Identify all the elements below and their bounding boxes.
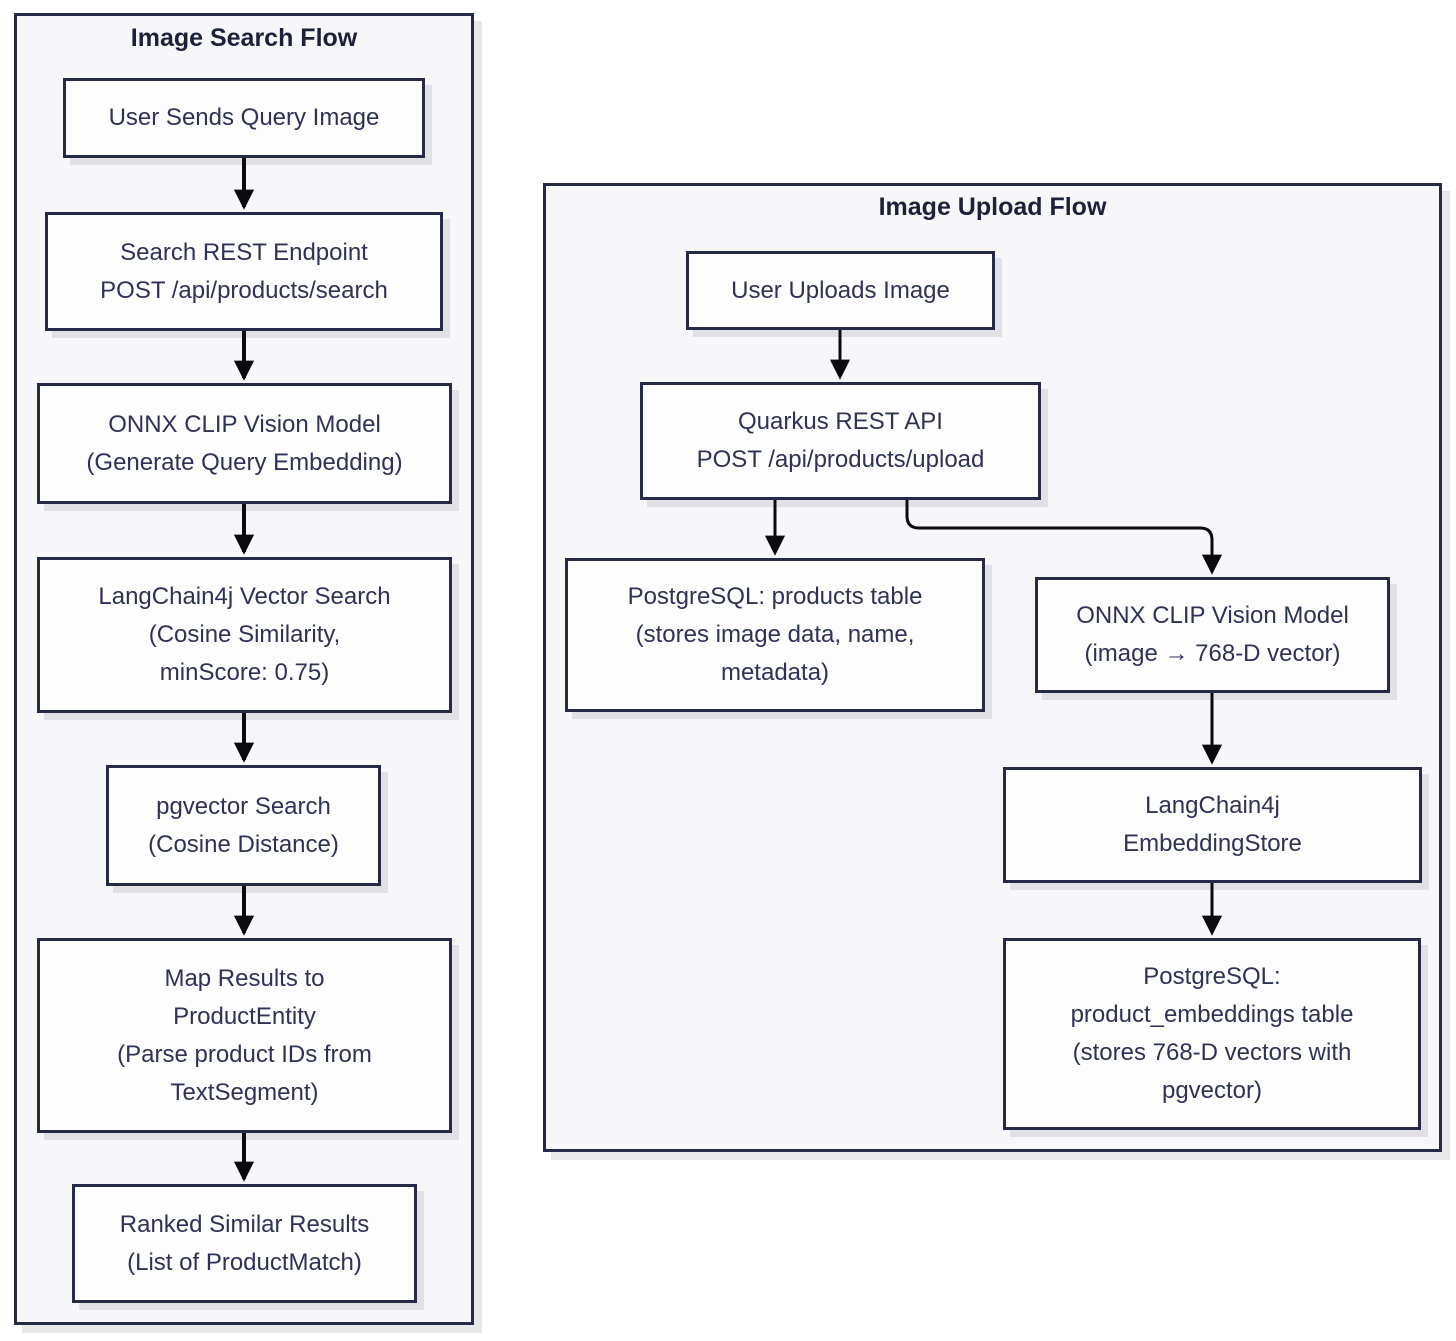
node-label: product_embeddings table — [1070, 1001, 1354, 1028]
node-label: (Generate Query Embedding) — [86, 448, 403, 476]
node-user-sends-query-image: User Sends Query Image — [63, 78, 425, 158]
node-label: User Sends Query Image — [108, 104, 380, 131]
node-label: POST /api/products/search — [100, 276, 388, 304]
node-langchain4j-embeddingstore: LangChain4j EmbeddingStore — [1003, 767, 1422, 883]
node-label: ONNX CLIP Vision Model — [108, 410, 381, 438]
node-onnx-clip-query-embedding: ONNX CLIP Vision Model (Generate Query E… — [37, 383, 452, 504]
image-search-flow-title: Image Search Flow — [130, 24, 358, 52]
node-label: POST /api/products/upload — [696, 446, 985, 473]
node-label: LangChain4j Vector Search — [98, 583, 391, 610]
node-user-uploads-image: User Uploads Image — [686, 251, 995, 330]
node-label: (Cosine Similarity, — [148, 621, 341, 648]
node-label: (List of ProductMatch) — [127, 1248, 362, 1276]
node-pgvector-search: pgvector Search (Cosine Distance) — [106, 765, 381, 886]
node-label: minScore: 0.75) — [159, 659, 330, 686]
node-langchain4j-vector-search: LangChain4j Vector Search (Cosine Simila… — [37, 557, 452, 713]
node-label: (stores image data, name, — [635, 621, 915, 648]
node-label: Search REST Endpoint — [120, 238, 368, 266]
node-label: (Cosine Distance) — [148, 830, 339, 858]
node-label: metadata) — [720, 659, 830, 686]
node-label: EmbeddingStore — [1123, 830, 1302, 857]
node-label: Ranked Similar Results — [119, 1210, 370, 1238]
node-label: User Uploads Image — [731, 276, 950, 304]
node-label: (image → 768-D vector) — [1084, 640, 1341, 667]
node-label: Quarkus REST API — [738, 408, 943, 435]
node-label: ONNX CLIP Vision Model — [1076, 602, 1349, 629]
image-upload-flow-title: Image Upload Flow — [878, 193, 1107, 221]
node-label: LangChain4j — [1145, 792, 1280, 819]
node-postgresql-product-embeddings-table: PostgreSQL: product_embeddings table (st… — [1003, 938, 1421, 1130]
node-quarkus-rest-api: Quarkus REST API POST /api/products/uplo… — [640, 382, 1041, 500]
node-map-results-to-productentity: Map Results to ProductEntity (Parse prod… — [37, 938, 452, 1133]
node-postgresql-products-table: PostgreSQL: products table (stores image… — [565, 558, 985, 712]
node-label: pgvector) — [1161, 1077, 1263, 1104]
node-label: (Parse product IDs from — [117, 1040, 372, 1068]
node-label: ProductEntity — [173, 1002, 316, 1030]
node-ranked-similar-results: Ranked Similar Results (List of ProductM… — [72, 1184, 417, 1303]
node-label: Map Results to — [164, 964, 325, 992]
node-label: pgvector Search — [156, 792, 331, 820]
node-search-rest-endpoint: Search REST Endpoint POST /api/products/… — [45, 212, 443, 331]
node-onnx-clip-vision-model: ONNX CLIP Vision Model (image → 768-D ve… — [1035, 577, 1390, 693]
node-label: PostgreSQL: products table — [627, 583, 923, 610]
node-label: TextSegment) — [170, 1078, 319, 1106]
node-label: PostgreSQL: — [1143, 963, 1281, 990]
node-label: (stores 768-D vectors with — [1072, 1039, 1352, 1066]
